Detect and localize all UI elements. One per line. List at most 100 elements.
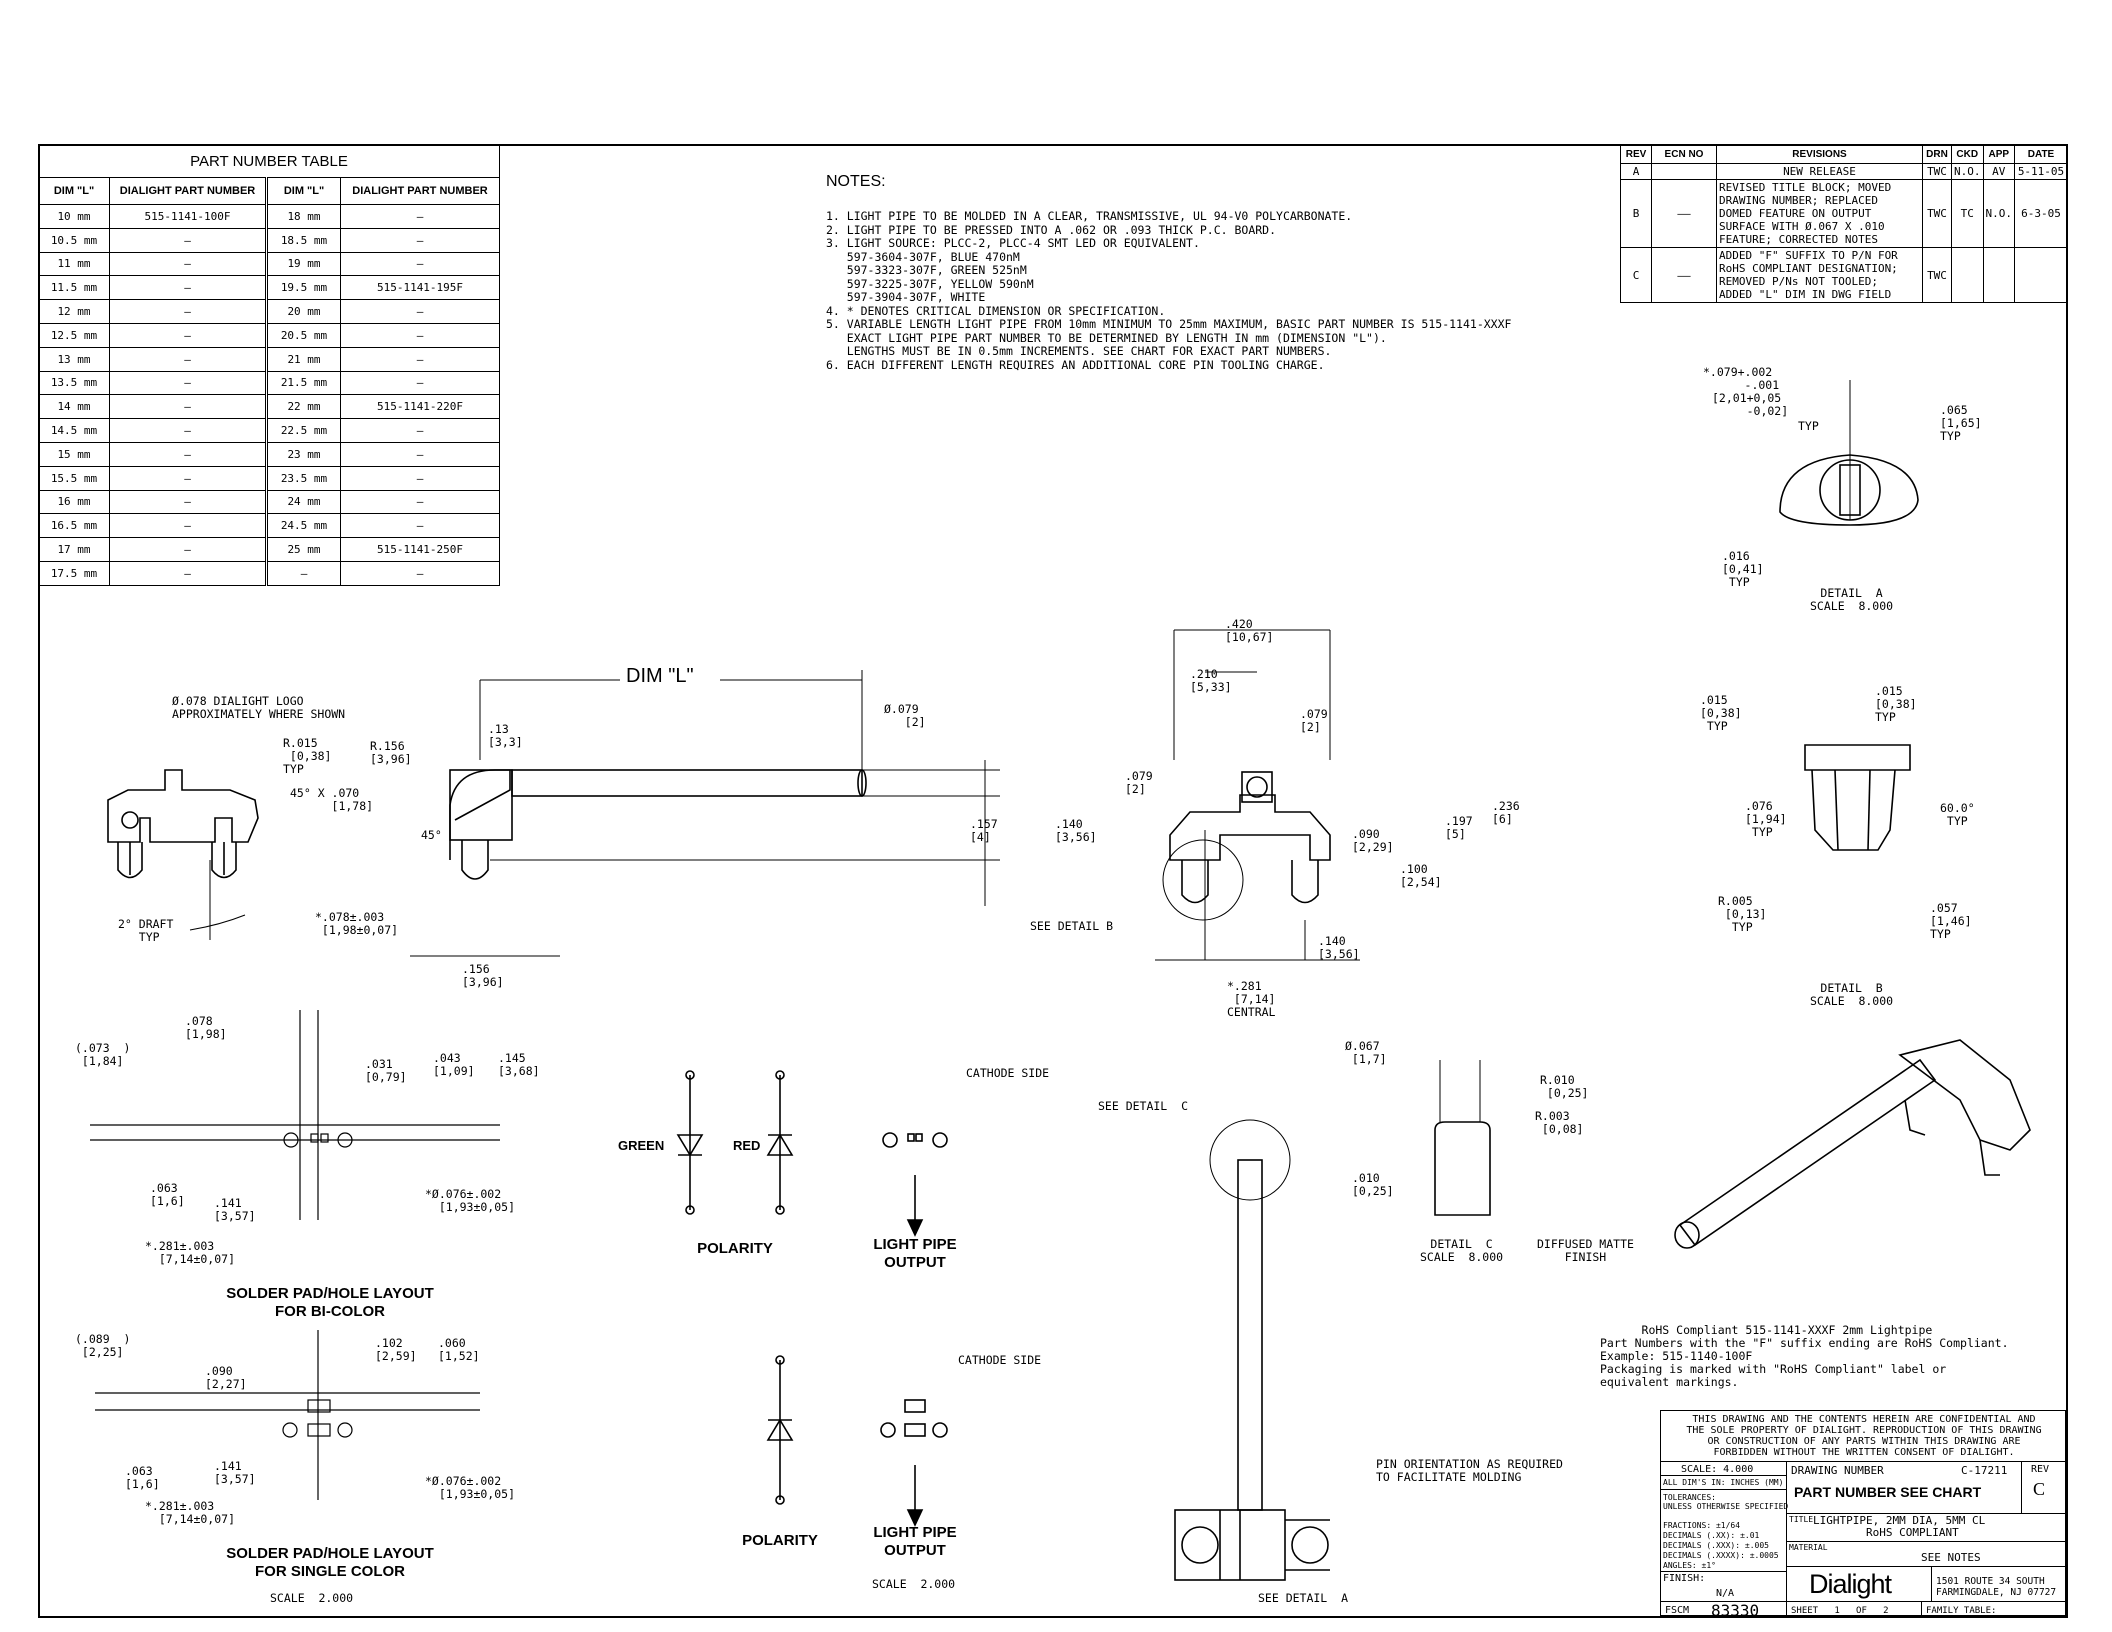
dim-label: .079 [2] <box>1125 769 1153 796</box>
dim-label: (.073 ) [1,84] <box>75 1041 131 1068</box>
rev-cell: —— <box>1651 179 1717 248</box>
dim-label: .079 [2] <box>1300 707 1328 734</box>
part-number-cell: — <box>340 299 500 324</box>
finish-value: N/A <box>1716 1588 1735 1599</box>
col-header-dim: DIM "L" <box>265 177 341 205</box>
col-header-part: DIALIGHT PART NUMBER <box>340 177 500 205</box>
dim-label: *.078±.003 [1,98±0,07] <box>315 910 399 937</box>
dim-label: R.015 [0,38] TYP <box>283 736 332 776</box>
rev-cell: —— <box>1651 247 1717 303</box>
dim-label: .236 [6] <box>1492 799 1520 826</box>
rev-header: DATE <box>2014 144 2068 164</box>
dim-label: .156 [3,96] <box>462 962 504 989</box>
part-number-cell: — <box>340 227 500 253</box>
detail-a-view <box>1779 380 1919 526</box>
detail-c-caption: DETAIL C SCALE 8.000 <box>1420 1237 1504 1264</box>
dim-cell: 15 mm <box>38 441 110 467</box>
dim-cell: 20 mm <box>265 299 341 324</box>
dim-label: *Ø.076±.002 [1,93±0,05] <box>425 1474 516 1501</box>
dim-label: .140 [3,56] <box>1318 934 1360 961</box>
material-value: SEE NOTES <box>1921 1551 1981 1564</box>
rev-row: B —— REVISED TITLE BLOCK; MOVED DRAWING … <box>1620 179 2068 248</box>
part-number-cell: — <box>109 513 267 539</box>
red-label: RED <box>733 1138 761 1153</box>
dim-cell: 25 mm <box>265 537 341 562</box>
dim-label: .141 [3,57] <box>214 1196 256 1223</box>
material-label: MATERIAL <box>1789 1543 1828 1552</box>
drawing-number-label: DRAWING NUMBER <box>1791 1464 1884 1477</box>
dim-label: .065 [1,65] TYP <box>1940 403 1982 443</box>
dim-label: .016 [0,41] TYP <box>1722 549 1764 589</box>
light-pipe-output-caption: LIGHT PIPE OUTPUT <box>873 1524 957 1559</box>
single-pad-layout <box>95 1330 480 1500</box>
isometric-view <box>1674 1039 2031 1249</box>
part-number-cell: — <box>340 489 500 515</box>
single-layout-caption: SOLDER PAD/HOLE LAYOUT FOR SINGLE COLOR <box>226 1545 434 1580</box>
dim-cell: 21 mm <box>265 346 341 372</box>
dim-cell: 24 mm <box>265 489 341 515</box>
table-row: 10.5 mm—18.5 mm— <box>38 227 500 253</box>
part-number-cell: — <box>109 489 267 515</box>
part-number-cell: — <box>340 370 500 396</box>
rev-cell: REVISED TITLE BLOCK; MOVED DRAWING NUMBE… <box>1716 179 1923 248</box>
dim-label: .060 [1,52] <box>438 1336 480 1363</box>
rev-row: C —— ADDED "F" SUFFIX TO P/N FOR RoHS CO… <box>1620 247 2068 303</box>
dim-label: .090 [2,27] <box>205 1364 247 1391</box>
light-pipe-output-caption: LIGHT PIPE OUTPUT <box>873 1236 957 1271</box>
dim-label: .210 [5,33] <box>1190 667 1232 694</box>
dim-cell: 16 mm <box>38 489 110 515</box>
dim-cell: 13 mm <box>38 346 110 372</box>
dim-label: [2,01+0,05 -0,02] <box>1712 391 1789 418</box>
rohs-note: RoHS Compliant 515-1141-XXXF 2mm Lightpi… <box>1600 1323 2009 1389</box>
scale-field: SCALE: 4.000 <box>1681 1464 1754 1475</box>
table-row: 17.5 mm——— <box>38 560 500 586</box>
dim-label: .015 [0,38] TYP <box>1700 693 1742 733</box>
rev-cell: NEW RELEASE <box>1716 163 1923 180</box>
part-number-cell: — <box>340 346 500 372</box>
dim-cell: 10.5 mm <box>38 227 110 253</box>
dim-label: 60.0° TYP <box>1940 801 1975 828</box>
part-number-field: PART NUMBER SEE CHART <box>1794 1484 1982 1500</box>
bottom-view <box>1174 1119 1330 1581</box>
rev-cell <box>1982 247 2015 303</box>
rev-cell: C <box>1620 247 1652 303</box>
cathode-label: CATHODE SIDE <box>966 1066 1050 1080</box>
part-number-cell: 515-1141-250F <box>340 537 500 562</box>
part-number-cell: — <box>340 513 500 539</box>
dim-cell: 18.5 mm <box>265 227 341 253</box>
scale-label: SCALE 2.000 <box>872 1577 956 1591</box>
table-row: 15 mm—23 mm— <box>38 441 500 467</box>
title-label: TITLE <box>1789 1515 1814 1524</box>
front-view <box>107 769 259 940</box>
dim-label: .100 [2,54] <box>1400 862 1442 889</box>
part-number-cell: — <box>109 394 267 420</box>
dim-label: 2° DRAFT TYP <box>118 917 174 944</box>
dialight-logo: Dialight <box>1809 1569 1892 1599</box>
dim-l-label: DIM "L" <box>626 665 694 687</box>
col-header-dim: DIM "L" <box>38 177 110 205</box>
center-view <box>1155 629 1360 961</box>
drawing-border <box>38 144 2068 1618</box>
part-number-cell: — <box>340 560 500 586</box>
dim-label: .057 [1,46] TYP <box>1930 901 1972 941</box>
sheet-field: SHEET 1 OF 2 <box>1791 1606 1889 1616</box>
dim-label: 45° X .070 [1,78] <box>290 786 374 813</box>
rev-cell <box>2014 247 2068 303</box>
dim-label: Ø.079 [2] <box>884 702 926 729</box>
dim-cell: 10 mm <box>38 204 110 229</box>
dim-label: .197 [5] <box>1445 814 1473 841</box>
detail-b-caption: DETAIL B SCALE 8.000 <box>1810 981 1894 1008</box>
family-table-field: FAMILY TABLE: <box>1926 1606 1997 1616</box>
dim-label: .010 [0,25] <box>1352 1171 1394 1198</box>
drawing-number: C-17211 <box>1961 1464 2008 1477</box>
pin-orientation-note: PIN ORIENTATION AS REQUIRED TO FACILITAT… <box>1376 1457 1563 1484</box>
address: 1501 ROUTE 34 SOUTH FARMINGDALE, NJ 0772… <box>1936 1576 2057 1598</box>
detail-a-caption: DETAIL A SCALE 8.000 <box>1810 586 1894 613</box>
dim-cell: 22 mm <box>265 394 341 420</box>
tolerances-label: TOLERANCES: UNLESS OTHERWISE SPECIFIED <box>1663 1493 1789 1511</box>
part-number-cell: 515-1141-195F <box>340 275 500 301</box>
table-row: 11 mm—19 mm— <box>38 251 500 277</box>
part-number-cell: — <box>109 299 267 324</box>
